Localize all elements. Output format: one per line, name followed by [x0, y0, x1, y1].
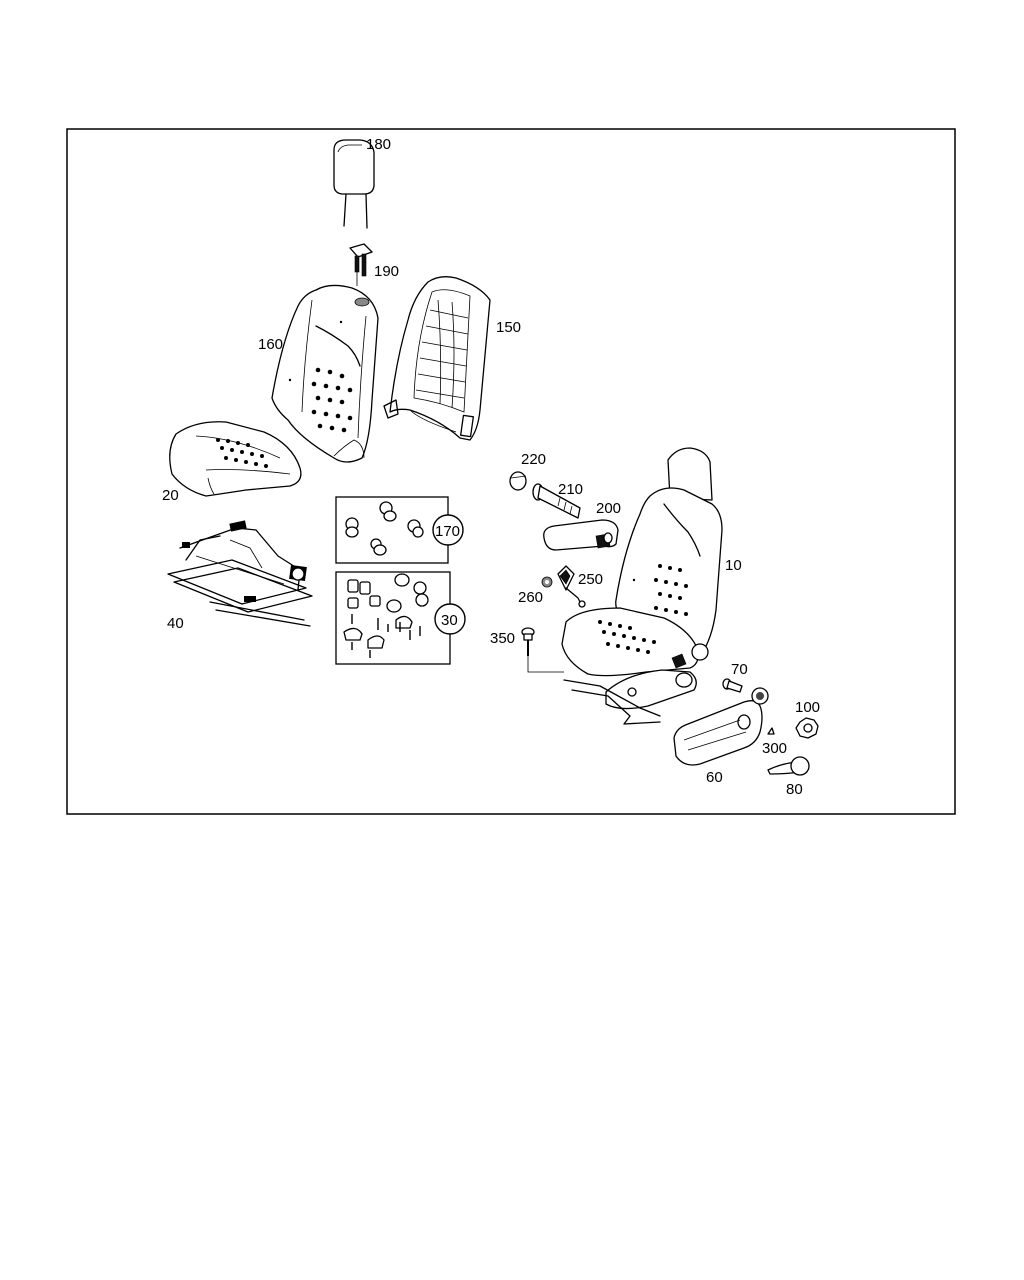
part-300-clip[interactable] — [767, 727, 775, 735]
part-350-screw[interactable] — [521, 627, 564, 673]
part-150-backrest-frame[interactable] — [383, 276, 491, 441]
part-100-knob[interactable] — [795, 717, 819, 739]
callout-210: 210 — [558, 481, 583, 498]
part-30-kit[interactable] — [335, 571, 466, 665]
part-40-seat-frame[interactable] — [167, 520, 313, 627]
callout-40: 40 — [167, 615, 184, 632]
callout-180: 180 — [366, 136, 391, 153]
callout-220: 220 — [521, 451, 546, 468]
part-220-cap[interactable] — [509, 471, 527, 491]
callout-190: 190 — [374, 263, 399, 280]
callout-300: 300 — [762, 740, 787, 757]
callout-250: 250 — [578, 571, 603, 588]
callout-20: 20 — [162, 487, 179, 504]
part-250-buckle[interactable] — [557, 565, 586, 608]
part-60-side-trim[interactable] — [673, 687, 769, 766]
callout-200: 200 — [596, 500, 621, 517]
part-200-armrest[interactable] — [543, 519, 619, 551]
callout-labels: 180 190 160 150 20 40 170 30 220 210 200… — [162, 136, 820, 798]
callout-10: 10 — [725, 557, 742, 574]
callout-80: 80 — [786, 781, 803, 798]
part-160-backrest-cover[interactable] — [271, 284, 379, 463]
part-210-bolt[interactable] — [532, 483, 581, 519]
callout-170: 170 — [435, 523, 460, 540]
part-260-nut[interactable] — [541, 576, 553, 588]
callout-60: 60 — [706, 769, 723, 786]
part-180-headrest[interactable] — [333, 139, 375, 229]
part-10-complete-seat[interactable] — [561, 447, 723, 725]
part-190-headrest-guide[interactable] — [349, 243, 373, 286]
callout-30: 30 — [441, 612, 458, 629]
part-20-seat-cushion-cover[interactable] — [169, 421, 302, 497]
callout-70: 70 — [731, 661, 748, 678]
callout-160: 160 — [258, 336, 283, 353]
part-170-kit[interactable] — [335, 496, 464, 564]
part-80-lever[interactable] — [767, 756, 810, 776]
part-70-screw[interactable] — [722, 678, 743, 693]
callout-150: 150 — [496, 319, 521, 336]
callout-260: 260 — [518, 589, 543, 606]
callout-100: 100 — [795, 699, 820, 716]
callout-350: 350 — [490, 630, 515, 647]
diagram-frame — [66, 128, 956, 815]
